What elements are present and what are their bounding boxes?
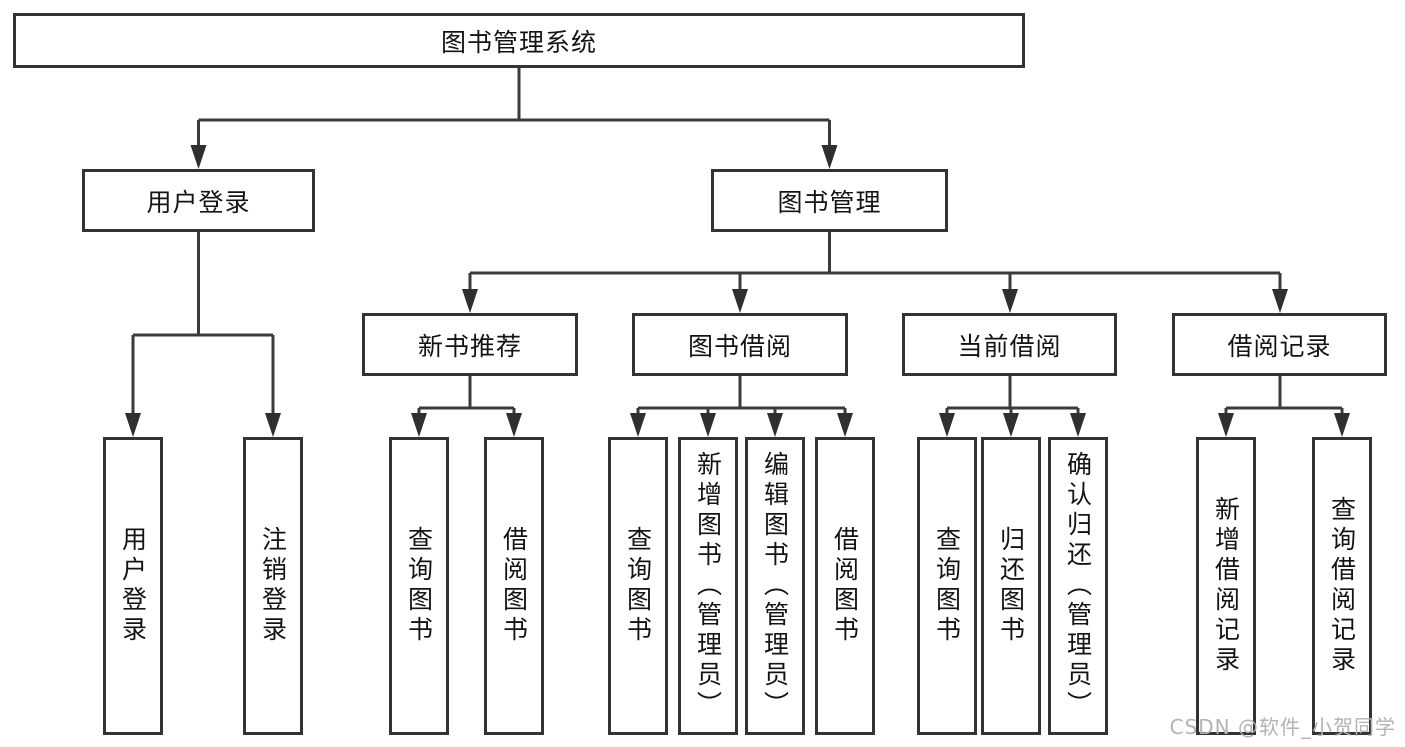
connector-borrow-to-leaves	[636, 376, 847, 426]
node-current-borrow-label: 当前借阅	[957, 331, 1062, 361]
node-leaf-label: 注销登录	[258, 526, 288, 646]
connector-records-to-leaves	[1224, 376, 1344, 426]
node-borrow-records-label: 借阅记录	[1227, 331, 1332, 361]
arrowhead-down-icon	[837, 413, 853, 437]
node-leaf-user-login: 用户登录	[103, 437, 163, 735]
node-leaf-label: 用户登录	[118, 526, 148, 646]
node-leaf-label: 查询图书	[404, 526, 434, 646]
arrowhead-down-icon	[506, 413, 522, 437]
arrowhead-down-icon	[1218, 413, 1234, 437]
node-leaf-query-books-borrow: 查询图书	[608, 437, 668, 735]
node-user-login: 用户登录	[82, 169, 315, 232]
connector-user-login-to-leaves	[131, 232, 275, 426]
node-book-borrow-label: 图书借阅	[687, 331, 792, 361]
node-new-book-recommend-label: 新书推荐	[417, 331, 522, 361]
csdn-watermark: CSDN @软件_小贺同学	[1169, 715, 1396, 739]
connector-new-rec-to-leaves	[417, 376, 516, 426]
node-leaf-borrow-books-newrec: 借阅图书	[484, 437, 544, 735]
node-leaf-add-books-admin: 新增图书（管理员）	[678, 437, 738, 735]
arrowhead-down-icon	[462, 289, 478, 313]
node-leaf-query-borrow-record: 查询借阅记录	[1312, 437, 1372, 735]
node-user-login-label: 用户登录	[146, 187, 251, 217]
arrowhead-down-icon	[700, 413, 716, 437]
node-book-management-label: 图书管理	[777, 187, 882, 217]
arrowhead-down-icon	[767, 413, 783, 437]
node-leaf-label: 新增借阅记录	[1211, 496, 1241, 676]
node-leaf-query-books-newrec: 查询图书	[389, 437, 449, 735]
connector-root-to-level2	[197, 68, 831, 158]
arrowhead-down-icon	[1002, 289, 1018, 313]
node-leaf-label: 查询图书	[932, 526, 962, 646]
node-leaf-add-borrow-record: 新增借阅记录	[1196, 437, 1256, 735]
node-root: 图书管理系统	[13, 13, 1025, 68]
arrowhead-down-icon	[1272, 289, 1288, 313]
node-leaf-label: 确认归还（管理员）	[1063, 451, 1093, 721]
arrowhead-down-icon	[411, 413, 427, 437]
node-leaf-return-books: 归还图书	[981, 437, 1041, 735]
node-leaf-logout: 注销登录	[243, 437, 303, 735]
arrowhead-down-icon	[125, 413, 141, 437]
node-leaf-confirm-return-admin: 确认归还（管理员）	[1048, 437, 1108, 735]
node-root-label: 图书管理系统	[440, 27, 597, 57]
arrowhead-down-icon	[1070, 413, 1086, 437]
node-new-book-recommend: 新书推荐	[362, 313, 578, 376]
node-leaf-label: 编辑图书（管理员）	[760, 451, 790, 721]
node-leaf-label: 借阅图书	[499, 526, 529, 646]
arrowhead-down-icon	[190, 145, 207, 169]
arrowhead-down-icon	[1334, 413, 1350, 437]
node-leaf-query-books-current: 查询图书	[917, 437, 977, 735]
arrowhead-down-icon	[732, 289, 748, 313]
node-leaf-label: 归还图书	[996, 526, 1026, 646]
node-book-borrow: 图书借阅	[632, 313, 848, 376]
arrowhead-down-icon	[265, 413, 281, 437]
node-leaf-label: 新增图书（管理员）	[693, 451, 723, 721]
node-leaf-edit-books-admin: 编辑图书（管理员）	[745, 437, 805, 735]
node-leaf-label: 借阅图书	[830, 526, 860, 646]
arrowhead-down-icon	[821, 145, 838, 169]
arrowhead-down-icon	[939, 413, 955, 437]
arrowhead-down-icon	[630, 413, 646, 437]
node-leaf-label: 查询借阅记录	[1327, 496, 1357, 676]
node-borrow-records: 借阅记录	[1172, 313, 1387, 376]
connector-book-mgmt-to-level3	[468, 232, 1282, 302]
node-leaf-borrow-books: 借阅图书	[815, 437, 875, 735]
node-current-borrow: 当前借阅	[902, 313, 1117, 376]
arrowhead-down-icon	[1003, 413, 1019, 437]
node-leaf-label: 查询图书	[623, 526, 653, 646]
node-book-management: 图书管理	[711, 169, 948, 232]
